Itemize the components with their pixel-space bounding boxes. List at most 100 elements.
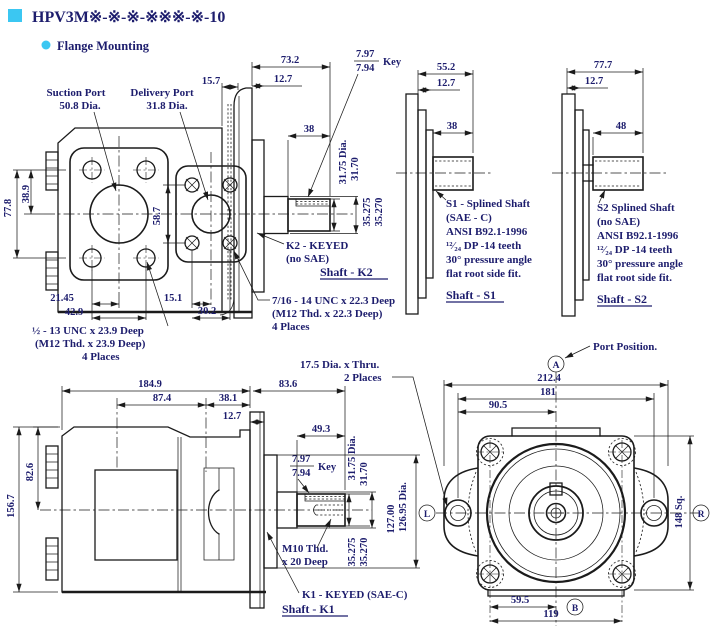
svg-text:38: 38	[304, 124, 315, 135]
svg-text:Key: Key	[318, 462, 337, 473]
shaft-s1-name: Shaft - S1	[446, 288, 496, 302]
svg-text:38.1: 38.1	[219, 393, 237, 404]
svg-text:83.6: 83.6	[279, 379, 297, 390]
svg-text:87.4: 87.4	[153, 393, 172, 404]
shaft-k2-view: 15.7 73.2 12.7 38 31.75 Dia. 31.70	[202, 49, 402, 333]
svg-text:15.1: 15.1	[164, 293, 182, 304]
dim-k1-shaft-dia: 31.75 Dia. 31.70	[345, 435, 370, 527]
shaft-k2-name: Shaft - K2	[320, 265, 373, 279]
svg-text:12.7: 12.7	[585, 76, 603, 87]
side-pilot	[263, 454, 278, 569]
k2-key-leader	[307, 73, 359, 198]
delivery-port-label: Delivery Port	[130, 87, 194, 99]
dim-k2-base-dia: 35.275 35.270	[290, 196, 385, 234]
shaft-keyway-notch	[549, 482, 563, 496]
svg-text:17.5 Dia. x Thru.: 17.5 Dia. x Thru.	[300, 359, 380, 371]
svg-text:K2 - KEYED: K2 - KEYED	[286, 240, 348, 252]
svg-text:(no SAE): (no SAE)	[286, 253, 329, 265]
top-port-boss	[511, 427, 601, 437]
thru-hole-note: 17.5 Dia. x Thru. 2 Places	[300, 359, 448, 507]
left-boss-top	[45, 151, 59, 191]
side-left-boss-bottom	[45, 537, 59, 581]
s2-description: S2 Splined Shaft (no SAE) ANSI B92.1-199…	[597, 202, 683, 307]
s2-splined-shaft	[592, 156, 644, 191]
mounting-square-body	[477, 435, 635, 591]
dim-port-spacing: 87.4 38.1	[117, 393, 250, 408]
svg-text:38: 38	[447, 121, 458, 132]
corner-bolt-holes	[476, 438, 636, 588]
dim-k2-pilot: 12.7	[252, 74, 302, 89]
mounting-flange-plate	[233, 87, 253, 319]
svg-text:38.9: 38.9	[21, 185, 32, 203]
svg-text:31.70: 31.70	[350, 157, 361, 181]
svg-text:48: 48	[616, 121, 627, 132]
svg-text:¹²⁄₂₄ DP -14 teeth: ¹²⁄₂₄ DP -14 teeth	[446, 240, 521, 252]
dim-s2-overall: 77.7	[566, 60, 644, 153]
marker-l-circle	[418, 504, 436, 522]
k1-key-slot	[304, 493, 346, 502]
svg-text:58.7: 58.7	[152, 207, 163, 225]
svg-text:4 Places: 4 Places	[272, 321, 310, 333]
svg-text:35.275: 35.275	[362, 198, 373, 227]
svg-text:30.2: 30.2	[198, 306, 216, 317]
dim-s2-spline-length: 48	[592, 121, 643, 155]
dim-s2-pilot: 12.7	[567, 76, 608, 91]
left-boss-bottom	[45, 251, 59, 291]
k1-callout: K1 - KEYED (SAE-C) Shaft - K1	[266, 531, 408, 617]
dim-corner-bolts: 59.5 119	[490, 595, 622, 624]
svg-text:7.94: 7.94	[356, 63, 375, 74]
s2-flange-plate	[561, 93, 576, 317]
page-title: HPV3M※-※-※-※※※-※-10	[32, 9, 225, 26]
dim-body-to-flange: 15.7	[202, 76, 239, 126]
right-mounting-ear	[633, 467, 669, 557]
svg-text:S2 Splined Shaft: S2 Splined Shaft	[597, 202, 675, 214]
shaft-s1-view: 55.2 12.7 38 S1 - Splined Shaft (SAE - C…	[396, 62, 532, 315]
svg-text:flat root side fit.: flat root side fit.	[597, 272, 672, 284]
marker-r-label: R	[698, 510, 705, 520]
svg-text:59.5: 59.5	[511, 595, 529, 606]
dim-k2-shaft-dia: 31.75 Dia. 31.70	[330, 139, 361, 232]
m10-thread-note: M10 Thd. x 20 Deep	[282, 518, 332, 568]
left-mounting-ear	[443, 467, 479, 557]
marker-b-circle	[566, 598, 584, 616]
k2-callout: K2 - KEYED (no SAE) Shaft - K2	[256, 232, 388, 280]
svg-text:7/16 - 14 UNC x 22.3 Deep: 7/16 - 14 UNC x 22.3 Deep	[272, 295, 395, 307]
svg-text:30° pressure angle: 30° pressure angle	[597, 258, 683, 270]
k2-shaft-base	[263, 195, 289, 235]
section-subtitle: Flange Mounting	[57, 39, 150, 53]
dim-suction-bolt-horizontal: 21.45 42.9	[50, 267, 147, 321]
svg-text:(no SAE): (no SAE)	[597, 216, 640, 228]
s1-splined-shaft	[432, 156, 474, 191]
svg-text:49.3: 49.3	[312, 424, 330, 435]
svg-text:31.75 Dia.: 31.75 Dia.	[338, 139, 349, 184]
dim-overall-height: 156.7	[6, 426, 58, 593]
svg-text:M10 Thd.: M10 Thd.	[282, 543, 329, 555]
dim-s1-overall: 55.2	[417, 62, 474, 153]
svg-text:127.00: 127.00	[386, 505, 397, 534]
dim-s1-pilot: 12.7	[418, 78, 460, 93]
pilot-boss	[251, 139, 265, 293]
svg-text:82.6: 82.6	[25, 463, 36, 481]
side-section-view: 184.9 83.6 87.4 38.1 12.7 49.3 82.6	[6, 359, 448, 617]
side-body-outline	[61, 426, 251, 593]
dim-center-height: 82.6	[25, 426, 60, 510]
svg-text:119: 119	[543, 609, 558, 620]
header: HPV3M※-※-※-※※※-※-10 Flange Mounting	[8, 9, 225, 53]
svg-text:35.270: 35.270	[359, 538, 370, 567]
svg-text:K1 - KEYED (SAE-C): K1 - KEYED (SAE-C)	[302, 589, 408, 601]
dim-side-overall-length: 184.9	[61, 379, 251, 430]
shaft-s2-name: Shaft - S2	[597, 292, 647, 306]
suction-port-label: Suction Port	[47, 87, 106, 99]
marker-a-label: A	[553, 361, 560, 371]
svg-text:S1 - Splined Shaft: S1 - Splined Shaft	[446, 198, 530, 210]
dim-square-size: 148 Sq.	[634, 435, 694, 591]
dim-k1-base-dia: 35.275 35.270	[297, 491, 376, 567]
svg-text:(M12 Thd. x 22.3 Deep): (M12 Thd. x 22.3 Deep)	[272, 308, 383, 320]
side-inner-window	[94, 469, 178, 561]
svg-text:ANSI B92.1-1996: ANSI B92.1-1996	[446, 226, 528, 238]
face-view: A Port Position. L R B 212.4 181 90.5 14	[418, 341, 710, 626]
svg-text:½ - 13 UNC x 23.9 Deep: ½ - 13 UNC x 23.9 Deep	[32, 325, 144, 337]
dim-ear-bolt-spacing: 181 90.5	[457, 387, 655, 498]
svg-text:148 Sq.: 148 Sq.	[674, 495, 685, 528]
